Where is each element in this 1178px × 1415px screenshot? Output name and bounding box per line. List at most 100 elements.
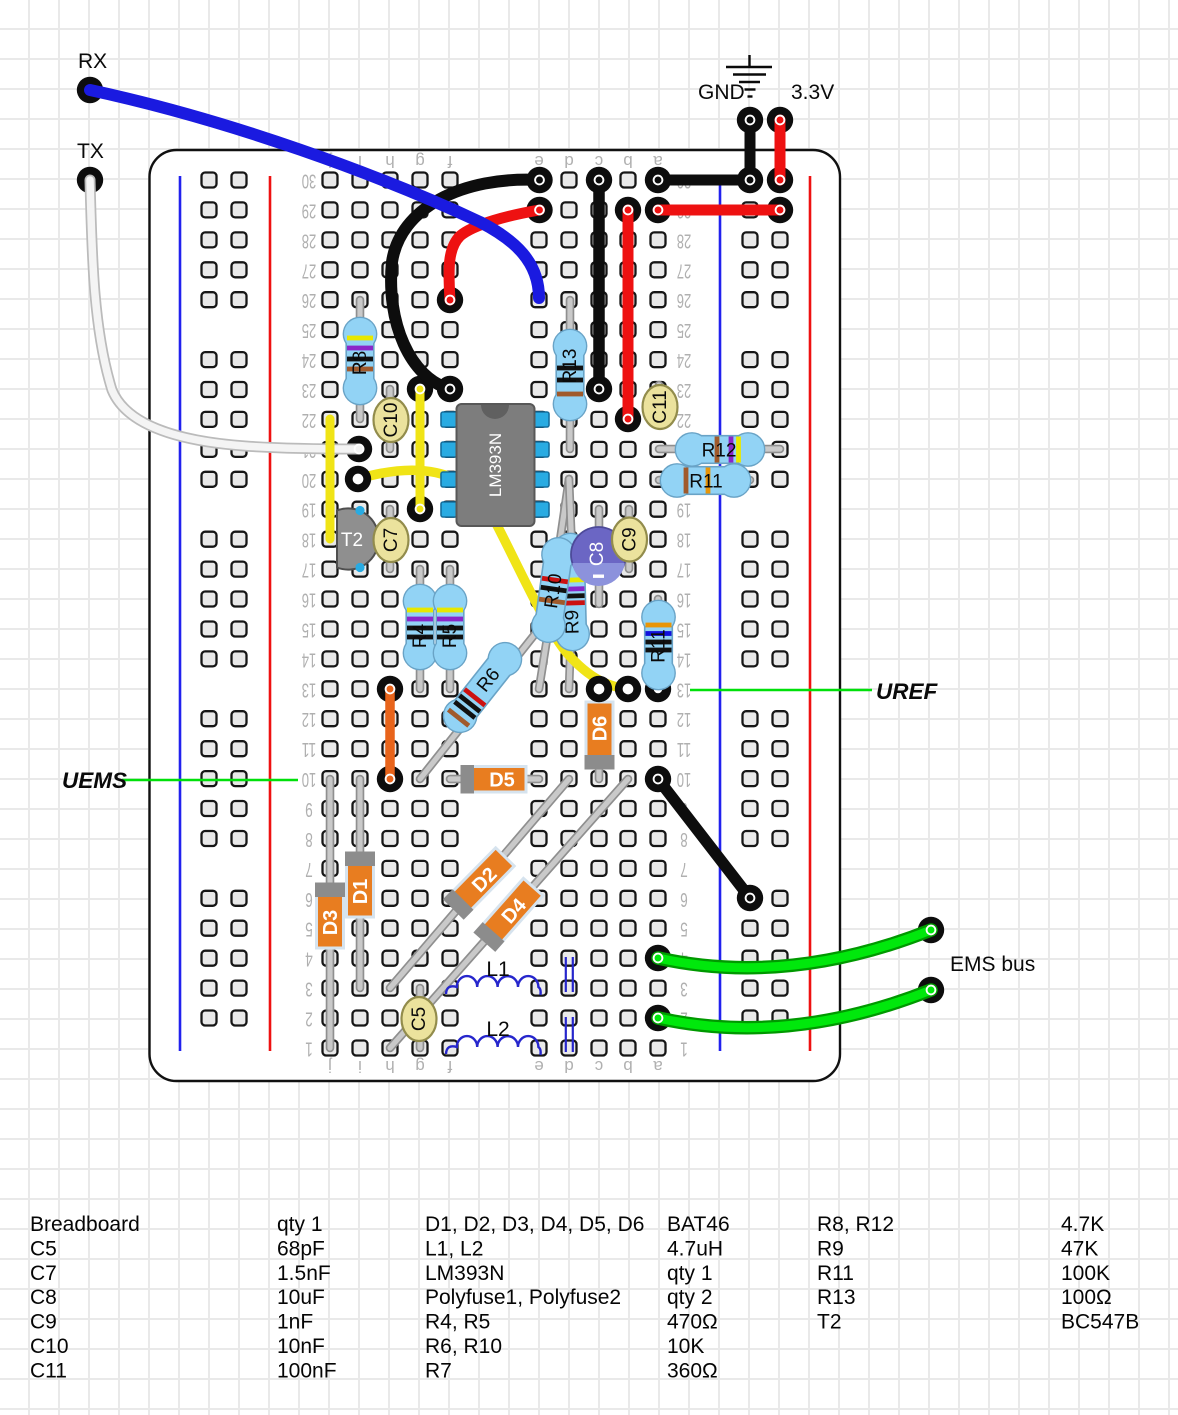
svg-text:25: 25 <box>302 319 317 341</box>
svg-text:C9: C9 <box>30 1311 57 1334</box>
svg-text:360Ω: 360Ω <box>667 1359 718 1382</box>
svg-text:28: 28 <box>302 229 317 251</box>
svg-text:1.5nF: 1.5nF <box>277 1262 331 1285</box>
svg-text:RX: RX <box>78 50 107 73</box>
svg-text:a: a <box>653 1057 663 1076</box>
svg-text:i: i <box>358 152 362 171</box>
svg-text:7: 7 <box>305 858 313 880</box>
svg-text:j: j <box>328 1057 333 1076</box>
svg-text:23: 23 <box>302 379 317 401</box>
svg-text:D3: D3 <box>320 910 342 936</box>
svg-text:4: 4 <box>305 948 313 970</box>
svg-text:3.3V: 3.3V <box>791 81 834 104</box>
svg-text:UREF: UREF <box>876 679 939 704</box>
svg-text:10nF: 10nF <box>277 1335 325 1358</box>
svg-text:27: 27 <box>302 259 317 281</box>
svg-text:e: e <box>534 152 543 171</box>
svg-text:qty 1: qty 1 <box>667 1262 713 1285</box>
svg-text:10: 10 <box>677 768 692 790</box>
svg-text:e: e <box>534 1057 543 1076</box>
svg-text:C10: C10 <box>30 1335 69 1358</box>
svg-text:25: 25 <box>677 319 692 341</box>
svg-text:14: 14 <box>677 648 692 670</box>
svg-text:L2: L2 <box>486 1018 509 1041</box>
svg-text:h: h <box>385 1057 394 1076</box>
svg-text:R11: R11 <box>689 472 722 493</box>
svg-text:17: 17 <box>677 559 692 581</box>
svg-text:27: 27 <box>677 259 692 281</box>
svg-text:18: 18 <box>302 529 317 551</box>
svg-text:R13: R13 <box>560 349 581 384</box>
svg-text:22: 22 <box>302 409 317 431</box>
svg-text:L1, L2: L1, L2 <box>425 1237 483 1260</box>
svg-text:g: g <box>415 1057 424 1076</box>
svg-text:c: c <box>594 1057 603 1076</box>
svg-text:13: 13 <box>302 678 317 700</box>
svg-text:26: 26 <box>302 289 317 311</box>
svg-text:9: 9 <box>305 798 313 820</box>
svg-text:6: 6 <box>680 888 688 910</box>
svg-text:100Ω: 100Ω <box>1061 1286 1112 1309</box>
svg-text:4.7K: 4.7K <box>1061 1213 1104 1236</box>
svg-text:f: f <box>447 152 452 171</box>
svg-text:C9: C9 <box>620 527 641 551</box>
svg-text:68pF: 68pF <box>277 1237 325 1260</box>
svg-text:R10: R10 <box>541 572 567 609</box>
svg-text:R5: R5 <box>440 624 461 648</box>
svg-text:h: h <box>385 152 394 171</box>
svg-text:D6: D6 <box>590 716 612 742</box>
svg-text:C7: C7 <box>30 1262 57 1285</box>
svg-text:R13: R13 <box>817 1286 856 1309</box>
svg-text:BAT46: BAT46 <box>667 1213 730 1236</box>
svg-text:a: a <box>653 152 663 171</box>
svg-text:R9: R9 <box>817 1237 844 1260</box>
svg-text:1: 1 <box>680 1038 688 1060</box>
svg-text:TX: TX <box>77 140 104 163</box>
svg-text:C11: C11 <box>30 1359 67 1382</box>
svg-text:C8: C8 <box>30 1286 57 1309</box>
svg-text:C5: C5 <box>30 1237 57 1260</box>
svg-text:C11: C11 <box>650 390 671 423</box>
svg-text:d: d <box>564 1057 573 1076</box>
svg-text:16: 16 <box>677 589 692 611</box>
svg-text:7: 7 <box>680 858 688 880</box>
svg-text:26: 26 <box>677 289 692 311</box>
svg-text:18: 18 <box>677 529 692 551</box>
svg-text:Polyfuse1, Polyfuse2: Polyfuse1, Polyfuse2 <box>425 1286 621 1309</box>
svg-text:R12: R12 <box>702 441 737 462</box>
svg-text:11: 11 <box>677 738 692 760</box>
svg-text:22: 22 <box>677 409 692 431</box>
svg-text:C10: C10 <box>381 403 402 438</box>
svg-text:R4: R4 <box>410 623 431 648</box>
svg-text:R9: R9 <box>562 610 584 635</box>
svg-text:470Ω: 470Ω <box>667 1311 718 1334</box>
svg-text:UEMS: UEMS <box>62 768 127 793</box>
svg-text:R6, R10: R6, R10 <box>425 1335 502 1358</box>
svg-text:17: 17 <box>302 559 317 581</box>
svg-text:8: 8 <box>305 828 313 850</box>
svg-text:qty 1: qty 1 <box>277 1213 323 1236</box>
svg-text:1nF: 1nF <box>277 1311 313 1334</box>
svg-text:C5: C5 <box>409 1007 430 1031</box>
svg-text:3: 3 <box>305 978 313 1000</box>
svg-text:D5: D5 <box>489 770 515 792</box>
svg-text:LM393N: LM393N <box>486 433 505 497</box>
svg-text:R11: R11 <box>649 629 670 662</box>
svg-text:b: b <box>623 1057 632 1076</box>
svg-text:28: 28 <box>677 229 692 251</box>
svg-text:2: 2 <box>305 1008 313 1030</box>
svg-text:T2: T2 <box>341 530 363 551</box>
svg-text:Breadboard: Breadboard <box>30 1213 140 1236</box>
svg-text:10: 10 <box>302 768 317 790</box>
svg-text:d: d <box>564 152 573 171</box>
svg-text:4.7uH: 4.7uH <box>667 1237 723 1260</box>
svg-text:5: 5 <box>305 918 313 940</box>
svg-text:i: i <box>358 1057 362 1076</box>
svg-text:C8: C8 <box>587 542 608 566</box>
svg-text:R4, R5: R4, R5 <box>425 1311 490 1334</box>
svg-text:b: b <box>623 152 632 171</box>
svg-text:47K: 47K <box>1061 1237 1098 1260</box>
svg-text:24: 24 <box>677 349 692 371</box>
svg-text:10uF: 10uF <box>277 1286 325 1309</box>
svg-text:24: 24 <box>302 349 317 371</box>
